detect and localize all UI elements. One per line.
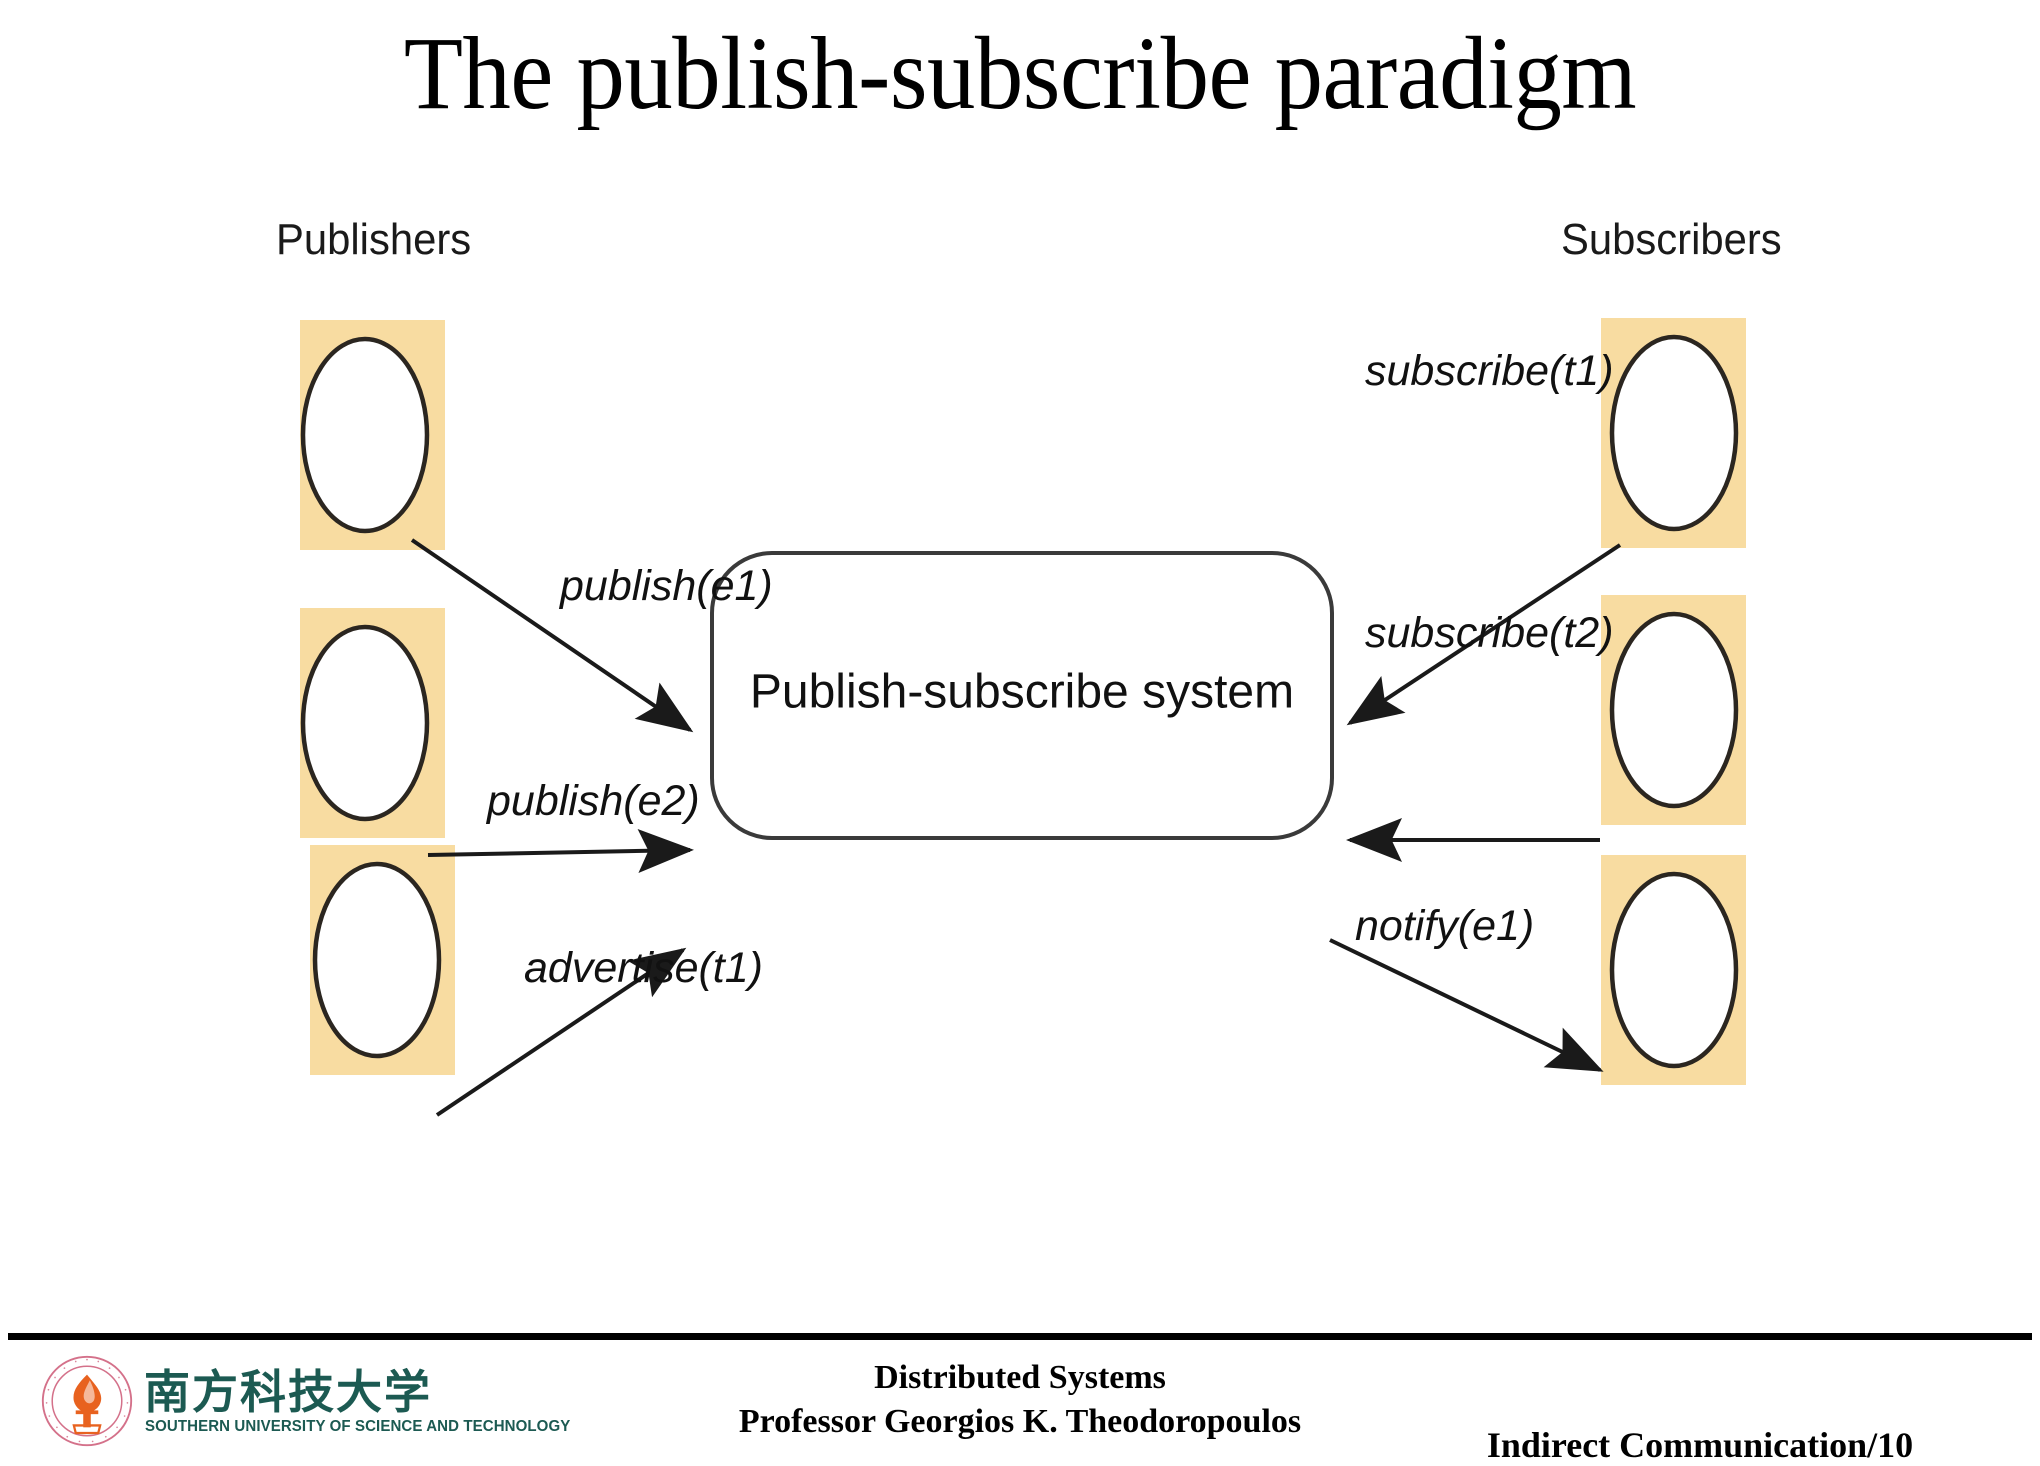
edge-label-subscribe-t1: subscribe(t1) (1365, 347, 1614, 395)
edge-subscribe-t1 (1346, 543, 1622, 726)
edge-label-subscribe-t2: subscribe(t2) (1365, 609, 1614, 657)
footer-section-label: Indirect Communication/10 (1486, 1425, 1914, 1465)
university-name-english: SOUTHERN UNIVERSITY OF SCIENCE AND TECHN… (145, 1418, 571, 1435)
footer-course-title: Distributed Systems (874, 1359, 1166, 1396)
university-logo: 南方科技大学 SOUTHERN UNIVERSITY OF SCIENCE AN… (40, 1354, 570, 1454)
publisher-node-3 (310, 845, 455, 1075)
footer-presenter: Professor Georgios K. Theodoropoulos (738, 1403, 1302, 1441)
edge-label-publish-e2: publish(e2) (485, 777, 700, 825)
footer: 南方科技大学 SOUTHERN UNIVERSITY OF SCIENCE AN… (0, 1340, 2040, 1465)
edge-publish-e2 (427, 828, 694, 873)
university-name-chinese: 南方科技大学 (144, 1367, 432, 1418)
footer-course-block: Distributed Systems Professor Georgios K… (520, 1356, 1520, 1444)
university-wordmark: 南方科技大学 SOUTHERN UNIVERSITY OF SCIENCE AN… (144, 1356, 570, 1450)
edge-notify-e1 (1329, 938, 1604, 1072)
subscriber-node-3 (1601, 855, 1746, 1085)
publisher-node-1 (300, 320, 445, 550)
center-node-label: Publish-subscribe system (750, 666, 1294, 719)
edge-label-publish-e1: publish(e1) (558, 562, 773, 610)
page-title: The publish-subscribe paradigm (403, 16, 1637, 131)
publish-subscribe-diagram: Publishers Subscribers (0, 150, 2040, 1150)
subscriber-node-2 (1601, 595, 1746, 825)
edge-publish-e1 (410, 538, 694, 733)
diagram-canvas: Publish-subscribe system publish(e1) pub… (300, 318, 1746, 1117)
university-seal-icon (41, 1355, 133, 1447)
subscriber-node-1 (1601, 318, 1746, 548)
publisher-node-2 (300, 608, 445, 838)
publish-subscribe-system-node: Publish-subscribe system (710, 551, 1334, 840)
subscribers-column-heading: Subscribers (1561, 215, 1782, 264)
footer-divider (8, 1333, 2032, 1340)
edge-label-notify-e1: notify(e1) (1355, 902, 1534, 950)
edge-label-advertise-t1: advertise(t1) (524, 944, 763, 992)
publishers-column-heading: Publishers (276, 215, 472, 264)
edge-advertise-t1 (435, 947, 687, 1117)
